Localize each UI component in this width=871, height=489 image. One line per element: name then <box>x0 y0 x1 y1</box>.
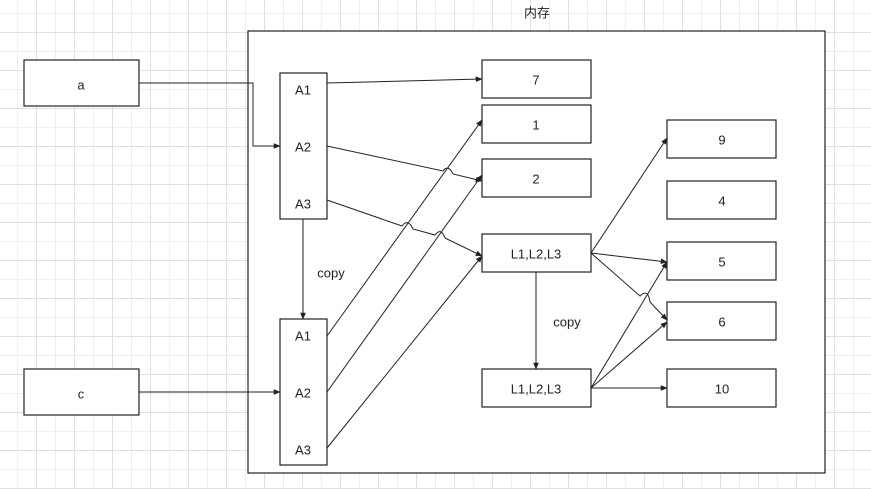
edge-list2-to-6[interactable] <box>590 321 668 389</box>
array-2[interactable]: A1 A2 A3 <box>279 318 328 466</box>
value-box-1-label: 1 <box>532 118 539 133</box>
value-box-6-label: 6 <box>718 315 725 330</box>
array-1-slot-a2: A2 <box>295 140 311 155</box>
list-box-2[interactable]: L1,L2,L3 <box>481 368 592 408</box>
edge-arr2-a3-to-list1[interactable] <box>326 255 483 449</box>
edge-arr1-a3-to-list1[interactable] <box>326 199 483 257</box>
array-1-slot-a3: A3 <box>295 197 311 212</box>
value-box-5-label: 5 <box>718 255 725 270</box>
value-box-5[interactable]: 5 <box>666 241 777 281</box>
array-1-slot-a1: A1 <box>295 83 311 98</box>
array-2-slot-a2: A2 <box>295 386 311 401</box>
variable-c-label: c <box>78 387 85 402</box>
array-2-slot-a1: A1 <box>295 329 311 344</box>
variable-a-label: a <box>77 78 85 93</box>
value-box-4-label: 4 <box>718 194 725 209</box>
value-box-4[interactable]: 4 <box>666 180 777 220</box>
value-box-7-label: 7 <box>532 73 539 88</box>
value-box-10-label: 10 <box>715 382 729 397</box>
list-box-2-label: L1,L2,L3 <box>511 382 562 397</box>
copy-label-arrays: copy <box>317 266 345 281</box>
edge-list2-to-5[interactable] <box>590 261 668 389</box>
edge-list1-to-6[interactable] <box>590 252 668 321</box>
memory-title: 内存 <box>524 6 550 21</box>
value-box-9-label: 9 <box>718 133 725 148</box>
value-box-2[interactable]: 2 <box>481 158 592 198</box>
edge-arr1-a2-to-2[interactable] <box>326 145 483 183</box>
array-1[interactable]: A1 A2 A3 <box>279 72 328 220</box>
edge-arr2-a2-to-2[interactable] <box>326 174 483 393</box>
variable-a[interactable]: a <box>23 59 140 107</box>
edge-list1-to-5[interactable] <box>590 252 668 265</box>
value-box-7[interactable]: 7 <box>481 59 592 99</box>
value-box-9[interactable]: 9 <box>666 119 777 159</box>
variable-c[interactable]: c <box>23 368 140 416</box>
value-box-1[interactable]: 1 <box>481 104 592 144</box>
list-box-1-label: L1,L2,L3 <box>511 247 562 262</box>
edge-arr2-a1-to-1[interactable] <box>326 119 483 337</box>
copy-label-lists: copy <box>553 315 581 330</box>
value-box-10[interactable]: 10 <box>666 368 777 408</box>
array-2-slot-a3: A3 <box>295 443 311 458</box>
value-box-2-label: 2 <box>532 172 539 187</box>
edge-a-to-arr1-a2[interactable] <box>139 82 281 149</box>
edge-arr1-a1-to-7[interactable] <box>326 76 483 84</box>
list-box-1[interactable]: L1,L2,L3 <box>481 233 592 273</box>
edge-list1-to-9[interactable] <box>590 137 668 254</box>
value-box-6[interactable]: 6 <box>666 301 777 341</box>
